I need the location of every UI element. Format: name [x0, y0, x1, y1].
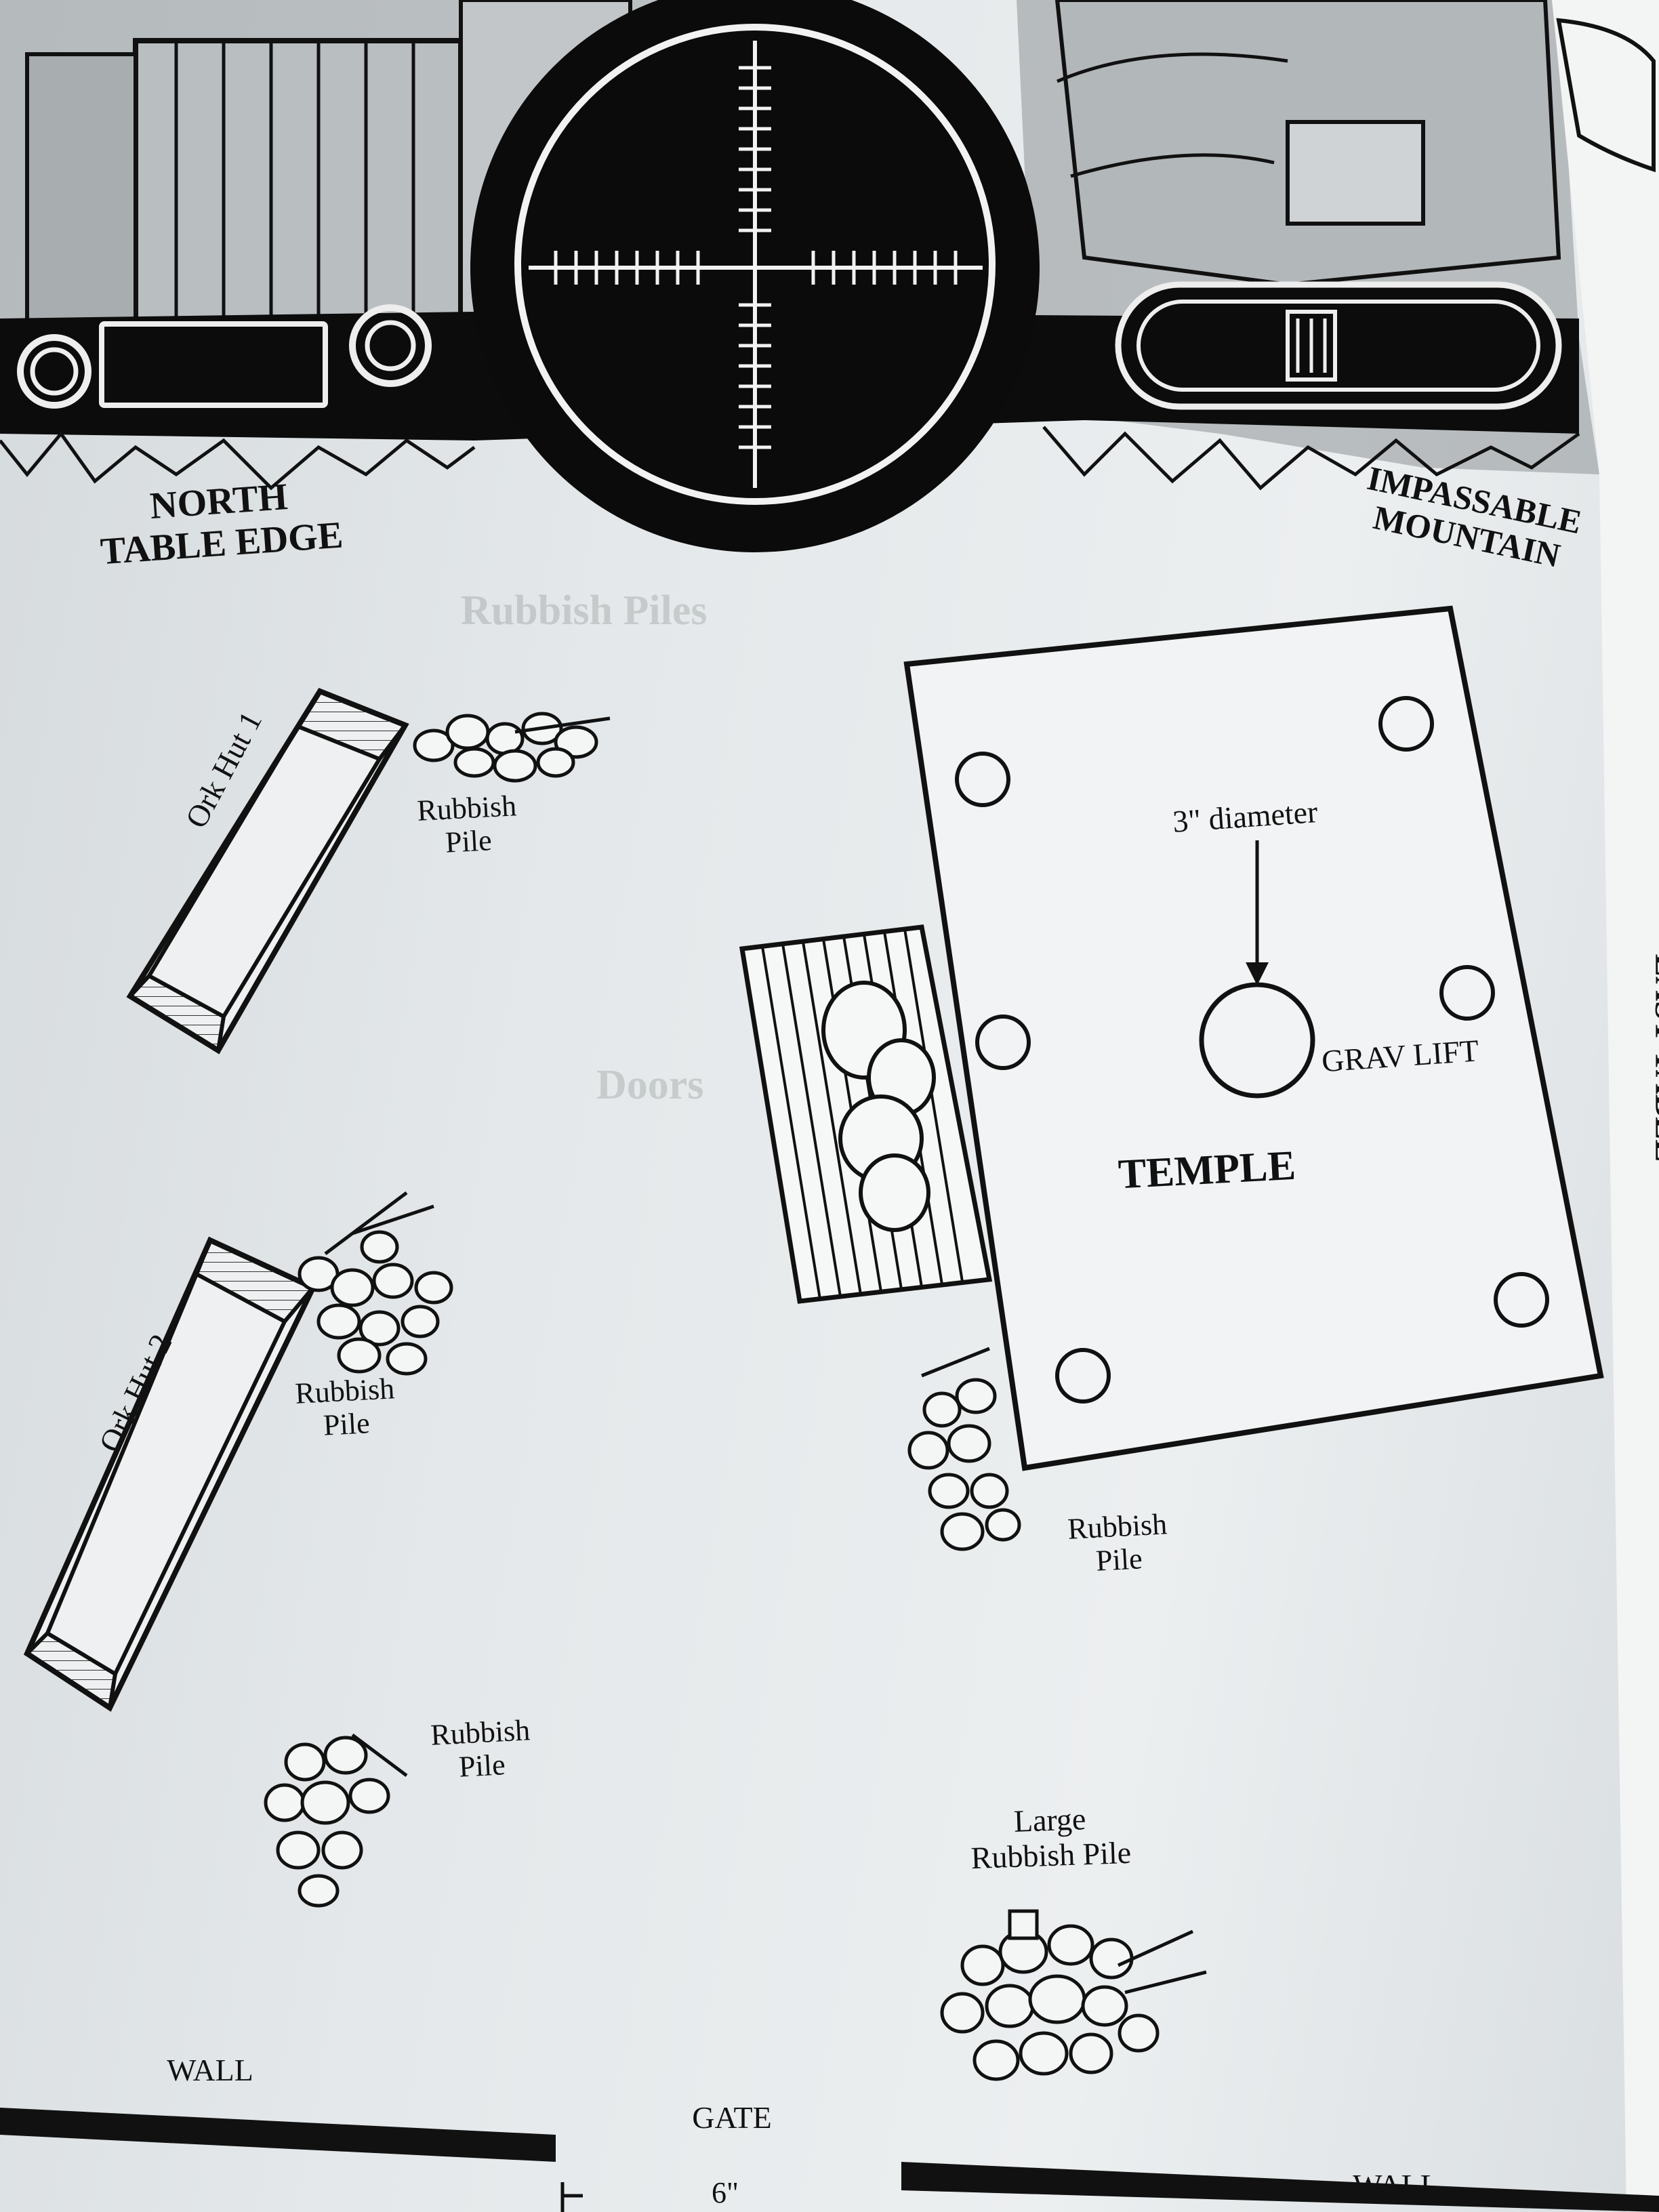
south-wall [0, 2108, 1659, 2212]
rubbish-pile-1-label: Rubbish Pile [416, 789, 518, 859]
ork-hut-1 [126, 688, 409, 1054]
rubbish-pile-2 [298, 1191, 453, 1376]
rubbish-pile-1 [413, 712, 611, 783]
gate-label: GATE [692, 2100, 772, 2135]
large-rubbish-pile-label: Large Rubbish Pile [970, 1801, 1132, 1875]
ork-hut-2 [23, 1236, 317, 1712]
wall-label-left: WALL [167, 2053, 253, 2087]
rubbish-pile-4 [264, 1734, 408, 1908]
rubbish-pile-3 [907, 1347, 1021, 1551]
rubbish-pile-large [940, 1909, 1207, 2081]
facing-page-edge [1552, 0, 1659, 2212]
rubbish-pile-2-label: Rubbish Pile [294, 1372, 396, 1442]
east-table-edge-label: EAST TABLE [1648, 954, 1659, 1162]
bleed-through-heading-rubbish: Rubbish Piles [461, 588, 708, 634]
rubbish-pile-3-label: Rubbish Pile [1067, 1507, 1168, 1578]
bleed-through-heading-doors: Doors [596, 1062, 704, 1108]
wall-label-right: WALL [1353, 2168, 1439, 2203]
mountain-illustration [0, 0, 1599, 552]
gate-width-label: 6" [712, 2176, 739, 2209]
rubbish-pile-4-label: Rubbish Pile [430, 1713, 531, 1784]
scope-ticks [554, 66, 958, 449]
temple [739, 605, 1604, 1471]
